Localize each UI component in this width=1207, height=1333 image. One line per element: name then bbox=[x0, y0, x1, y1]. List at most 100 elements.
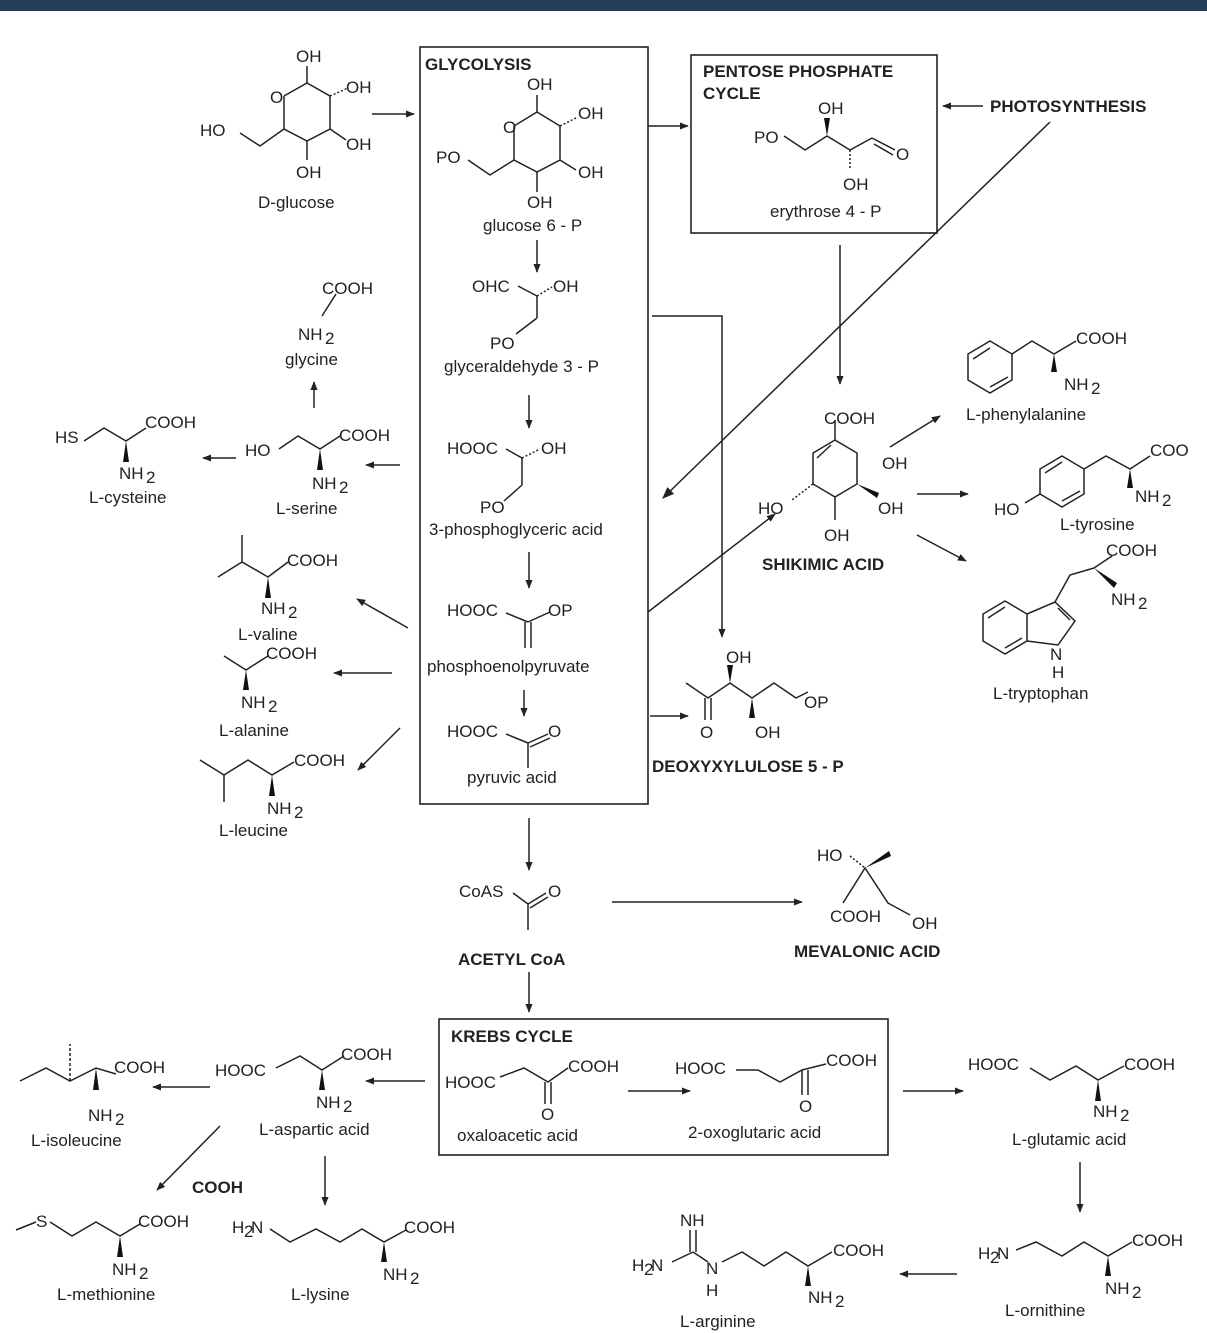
svg-text:PO: PO bbox=[480, 498, 505, 517]
oxoglutaric-structure: HOOC COOH O bbox=[675, 1051, 877, 1116]
svg-text:OH: OH bbox=[818, 99, 844, 118]
svg-text:HO: HO bbox=[758, 499, 784, 518]
svg-text:NH: NH bbox=[241, 693, 266, 712]
l-arginine-structure: NH H 2 N N H COOH NH 2 bbox=[632, 1211, 884, 1311]
l-alanine-structure: COOH NH 2 bbox=[223, 644, 317, 716]
l-ornithine-structure: H 2 N COOH NH 2 bbox=[978, 1231, 1183, 1302]
l-tryptophan-structure: COOH NH 2 N H bbox=[982, 541, 1157, 682]
svg-text:COOH: COOH bbox=[138, 1212, 189, 1231]
svg-text:N: N bbox=[1050, 645, 1062, 664]
svg-text:HOOC: HOOC bbox=[447, 439, 498, 458]
svg-text:OP: OP bbox=[548, 601, 573, 620]
svg-text:2: 2 bbox=[244, 1222, 253, 1241]
l-aspartic-label: L-aspartic acid bbox=[259, 1120, 370, 1139]
l-glutamic-structure: HOOC COOH NH 2 bbox=[968, 1055, 1175, 1125]
l-phenylalanine-label: L-phenylalanine bbox=[966, 405, 1086, 424]
acetyl-coa-structure: CoAS O bbox=[459, 882, 561, 930]
svg-text:NH: NH bbox=[1135, 487, 1160, 506]
svg-text:O: O bbox=[270, 88, 283, 107]
svg-text:O: O bbox=[896, 145, 909, 164]
deoxy-heading: DEOXYXYLULOSE 5 - P bbox=[652, 757, 844, 776]
svg-text:2: 2 bbox=[1162, 491, 1171, 510]
svg-text:H: H bbox=[232, 1218, 244, 1237]
glycolysis-heading: GLYCOLYSIS bbox=[425, 55, 531, 74]
l-leucine-structure: COOH NH 2 bbox=[199, 751, 345, 822]
svg-text:HOOC: HOOC bbox=[968, 1055, 1019, 1074]
l-leucine-label: L-leucine bbox=[219, 821, 288, 840]
oxaloacetic-label: oxaloacetic acid bbox=[457, 1126, 578, 1145]
l-serine-structure: HO COOH NH 2 bbox=[245, 426, 390, 497]
svg-text:N: N bbox=[706, 1259, 718, 1278]
svg-text:OH: OH bbox=[296, 163, 322, 182]
svg-text:COOH: COOH bbox=[339, 426, 390, 445]
svg-text:COOH: COOH bbox=[114, 1058, 165, 1077]
svg-text:O: O bbox=[548, 722, 561, 741]
svg-text:COOH: COOH bbox=[1132, 1231, 1183, 1250]
mevalonic-heading: MEVALONIC ACID bbox=[794, 942, 940, 961]
l-arginine-label: L-arginine bbox=[680, 1312, 756, 1331]
svg-text:OH: OH bbox=[296, 47, 322, 66]
svg-text:2: 2 bbox=[288, 603, 297, 622]
svg-text:NH: NH bbox=[119, 464, 144, 483]
svg-text:NH: NH bbox=[680, 1211, 705, 1230]
phosphoglyceric-structure: HOOC OH PO bbox=[447, 439, 567, 517]
svg-text:OH: OH bbox=[553, 277, 579, 296]
svg-text:2: 2 bbox=[115, 1110, 124, 1129]
svg-text:COOH: COOH bbox=[404, 1218, 455, 1237]
svg-text:2: 2 bbox=[644, 1260, 653, 1279]
l-aspartic-structure: HOOC COOH NH 2 bbox=[215, 1045, 392, 1116]
l-valine-structure: COOH NH 2 bbox=[217, 535, 338, 622]
svg-text:NH: NH bbox=[261, 599, 286, 618]
svg-text:OH: OH bbox=[346, 78, 372, 97]
svg-text:2: 2 bbox=[1091, 379, 1100, 398]
svg-text:2: 2 bbox=[343, 1097, 352, 1116]
svg-text:N: N bbox=[651, 1256, 663, 1275]
svg-text:NH: NH bbox=[88, 1106, 113, 1125]
pyruvic-structure: HOOC O bbox=[447, 722, 561, 768]
svg-text:PO: PO bbox=[490, 334, 515, 353]
svg-text:NH: NH bbox=[316, 1093, 341, 1112]
pyruvic-label: pyruvic acid bbox=[467, 768, 557, 787]
svg-text:NH: NH bbox=[298, 325, 323, 344]
svg-text:HOOC: HOOC bbox=[447, 601, 498, 620]
l-tyrosine-structure: HO COO NH 2 bbox=[994, 441, 1189, 519]
svg-text:NH: NH bbox=[267, 799, 292, 818]
svg-text:2: 2 bbox=[325, 329, 334, 348]
glucose-6-p-label: glucose 6 - P bbox=[483, 216, 582, 235]
svg-text:HO: HO bbox=[817, 846, 843, 865]
l-methionine-label: L-methionine bbox=[57, 1285, 155, 1304]
svg-text:COOH: COOH bbox=[826, 1051, 877, 1070]
svg-text:OH: OH bbox=[527, 75, 553, 94]
svg-text:HO: HO bbox=[245, 441, 271, 460]
phosphoglyceric-label: 3-phosphoglyceric acid bbox=[429, 520, 603, 539]
glyceraldehyde-label: glyceraldehyde 3 - P bbox=[444, 357, 599, 376]
svg-text:OHC: OHC bbox=[472, 277, 510, 296]
pentose-heading-line1: PENTOSE PHOSPHATE bbox=[703, 62, 893, 81]
svg-text:COOH: COOH bbox=[294, 751, 345, 770]
svg-text:2: 2 bbox=[835, 1292, 844, 1311]
svg-text:2: 2 bbox=[990, 1248, 999, 1267]
svg-text:2: 2 bbox=[268, 697, 277, 716]
l-phenylalanine-structure: COOH NH 2 bbox=[967, 329, 1127, 398]
svg-text:OH: OH bbox=[843, 175, 869, 194]
svg-text:OH: OH bbox=[578, 163, 604, 182]
svg-text:HOOC: HOOC bbox=[675, 1059, 726, 1078]
svg-text:2: 2 bbox=[1138, 594, 1147, 613]
svg-text:NH: NH bbox=[112, 1260, 137, 1279]
svg-text:OH: OH bbox=[824, 526, 850, 545]
svg-text:NH: NH bbox=[383, 1265, 408, 1284]
svg-text:COOH: COOH bbox=[145, 413, 196, 432]
glycine-structure: COOH NH 2 bbox=[298, 279, 373, 348]
pep-structure: HOOC OP bbox=[447, 601, 573, 648]
shikimic-heading: SHIKIMIC ACID bbox=[762, 555, 884, 574]
svg-text:COOH: COOH bbox=[341, 1045, 392, 1064]
svg-text:O: O bbox=[799, 1097, 812, 1116]
svg-text:O: O bbox=[541, 1105, 554, 1124]
svg-text:H: H bbox=[1052, 663, 1064, 682]
svg-text:NH: NH bbox=[1105, 1279, 1130, 1298]
svg-text:NH: NH bbox=[1111, 590, 1136, 609]
svg-text:2: 2 bbox=[339, 478, 348, 497]
svg-text:HOOC: HOOC bbox=[215, 1061, 266, 1080]
l-valine-label: L-valine bbox=[238, 625, 298, 644]
erythrose-4-p-structure: OH PO O OH bbox=[754, 99, 909, 194]
